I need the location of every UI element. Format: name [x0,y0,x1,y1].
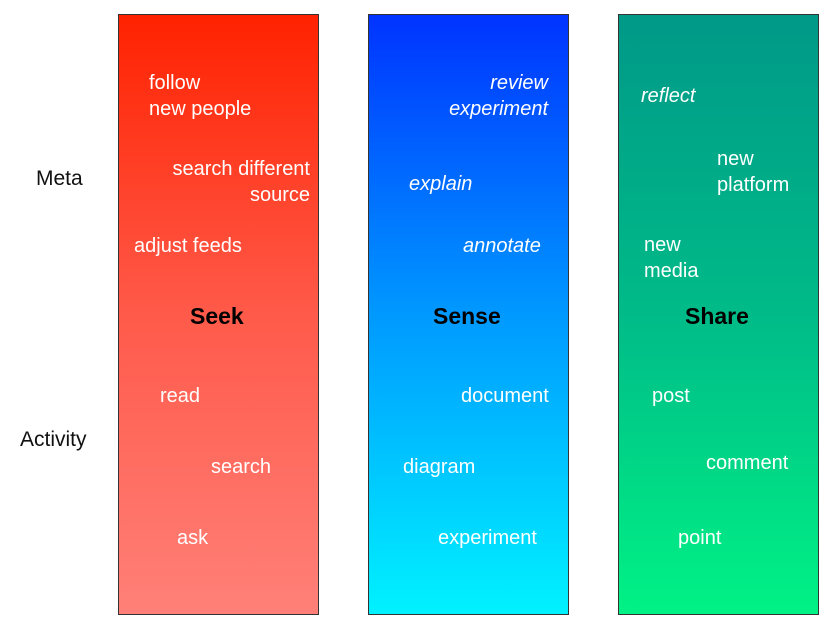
share-meta-item: reflect [641,85,696,107]
seek-activity-item: read [160,385,201,407]
share-activity-item: comment [706,452,789,474]
share-activity-item: post [652,385,690,407]
column-seek: follow new people search different sourc… [118,14,319,615]
seek-meta-item: adjust feeds [134,235,242,257]
sense-activity-item: document [461,385,549,407]
column-share: reflect new platform new media Share pos… [618,14,819,615]
share-meta-item: new platform [717,148,790,196]
sense-activity-item: experiment [438,527,537,549]
seek-meta-item: follow new people [149,72,252,120]
seek-heading: Seek [190,303,244,329]
sense-meta-item: review experiment [449,72,548,120]
sense-meta-item: annotate [463,235,541,257]
row-label-activity: Activity [20,428,87,451]
sense-heading: Sense [433,303,501,329]
share-activity-item: point [678,527,722,549]
seek-activity-item: search [211,456,272,478]
share-meta-item: new media [644,234,699,282]
seek-meta-item: search different source [172,158,311,206]
row-label-meta: Meta [36,167,83,190]
sense-activity-item: diagram [403,456,476,478]
column-sense: review experiment explain annotate Sense… [368,14,569,615]
sense-meta-item: explain [409,173,473,195]
share-heading: Share [685,303,749,329]
seek-activity-item: ask [177,527,209,549]
